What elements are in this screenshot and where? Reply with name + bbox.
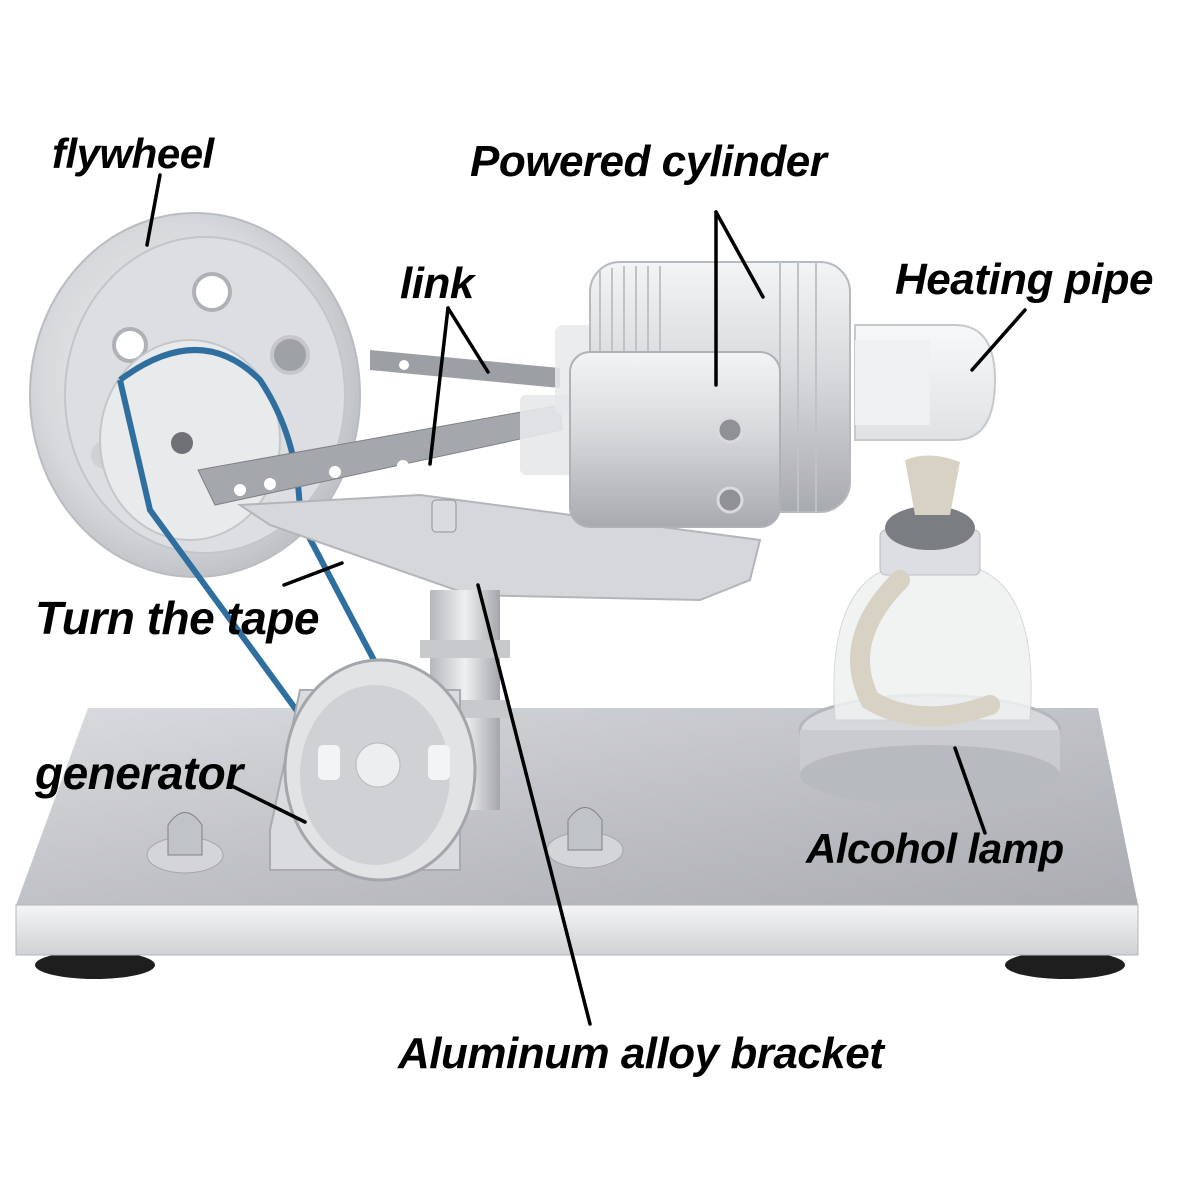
label-aluminum-alloy-bracket: Aluminum alloy bracket (398, 1029, 884, 1078)
leader-powered-cylinder-b (714, 210, 765, 299)
generator (269, 658, 477, 882)
label-generator: generator (35, 747, 243, 799)
leader-turn-the-tape (282, 561, 344, 587)
alcohol-lamp (798, 455, 1062, 805)
label-alcohol-lamp: Alcohol lamp (806, 825, 1064, 872)
leader-heating-pipe (970, 308, 1027, 372)
leader-flywheel (145, 173, 162, 247)
heating-pipe (854, 324, 997, 441)
leader-link-a (428, 306, 450, 466)
label-link: link (400, 259, 474, 308)
leader-generator (228, 783, 307, 824)
cap-nuts (146, 807, 624, 874)
leader-bracket (476, 583, 592, 1026)
leader-lines (145, 173, 1027, 1026)
powered-cylinder (520, 261, 851, 528)
leader-link-b (446, 306, 490, 374)
label-turn-the-tape: Turn the tape (35, 592, 320, 644)
leader-alcohol-lamp (953, 746, 987, 835)
label-powered-cylinder: Powered cylinder (470, 137, 827, 186)
label-heating-pipe: Heating pipe (895, 255, 1154, 304)
label-flywheel: flywheel (52, 130, 214, 177)
